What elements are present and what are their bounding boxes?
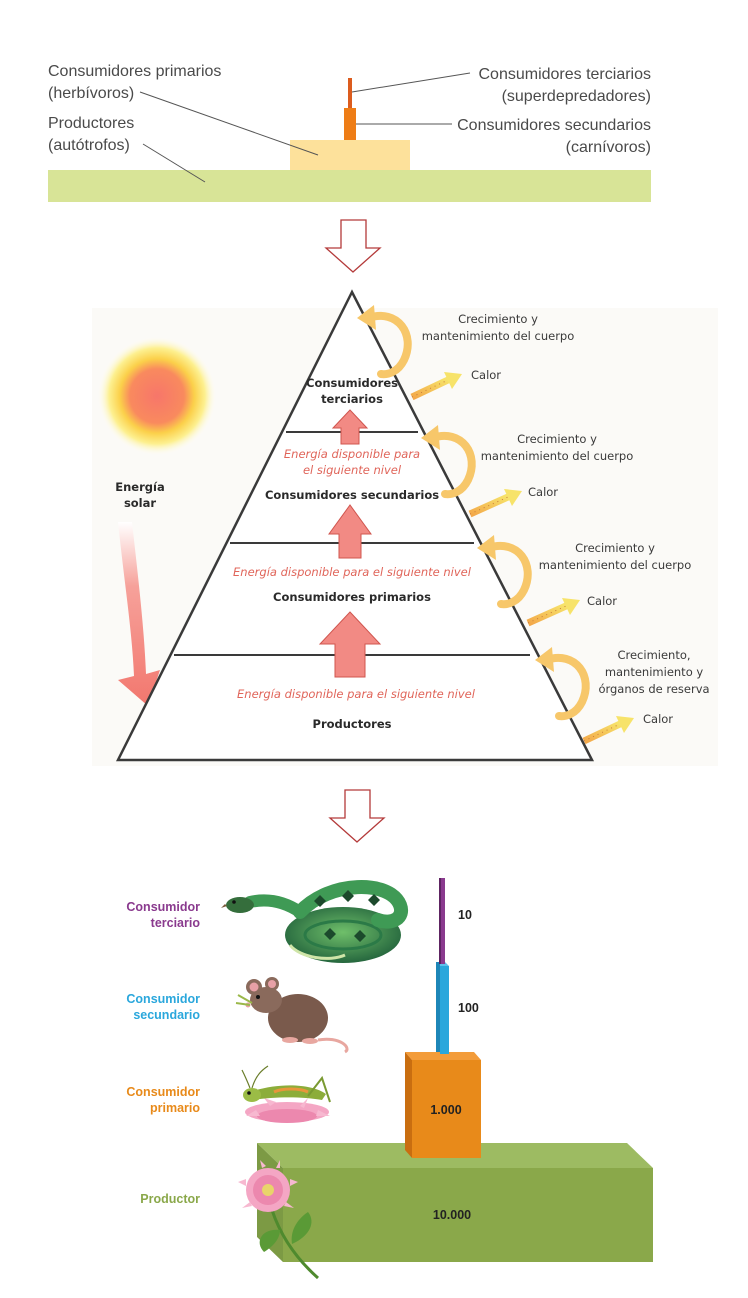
secondary-bar-front: [440, 966, 449, 1054]
level-secondary-name: Consumidores secundarios: [265, 488, 439, 502]
heat-arrow-icon: [582, 716, 634, 745]
growth-note-2: mantenimiento del cuerpo: [481, 449, 634, 463]
growth-note-2: mantenimiento del cuerpo: [539, 558, 692, 572]
secondary-consumers-bar: [344, 108, 356, 140]
level-primary-name: Consumidores primarios: [273, 590, 431, 604]
biomass-pyramid-diagram: 10 100 1.000 10.000 Consumidor terciario…: [126, 878, 653, 1280]
growth-note: Crecimiento,: [617, 648, 690, 662]
simple-pyramid-diagram: Consumidores primarios (herbívoros) Prod…: [48, 63, 651, 202]
energy-available-label: Energía disponible para: [284, 447, 420, 461]
leader-line-primary: [139, 91, 319, 156]
heat-label: Calor: [643, 712, 673, 726]
heat-label: Calor: [587, 594, 617, 608]
label-secondary-consumer-2: secundario: [133, 1008, 200, 1022]
heat-arrow-icon: [410, 372, 462, 401]
primary-block-front: [412, 1060, 481, 1158]
growth-note: Crecimiento y: [517, 432, 597, 446]
label-tertiary-consumer-2: terciario: [151, 916, 201, 930]
growth-note: Crecimiento y: [458, 312, 538, 326]
producers-bar: [48, 170, 651, 202]
energy-up-arrow-icon: [328, 504, 372, 559]
value-tertiary: 10: [458, 908, 472, 922]
growth-note-2: mantenimiento y: [605, 665, 704, 679]
heat-arrow-icon: [468, 489, 522, 518]
label-carnivores: (carnívoros): [566, 139, 651, 156]
growth-note-3: órganos de reserva: [598, 682, 709, 696]
growth-curved-arrow-icon: [477, 535, 532, 609]
leader-line-producers: [142, 143, 206, 183]
energy-available-label: Energía disponible para el siguiente niv…: [233, 565, 472, 579]
down-arrow-icon: [324, 219, 382, 273]
label-secondary-consumer: Consumidor: [126, 992, 200, 1006]
heat-label: Calor: [528, 485, 558, 499]
leader-line-tertiary: [351, 72, 471, 93]
value-producer: 10.000: [433, 1208, 471, 1222]
label-producers: Productores: [48, 115, 134, 132]
heat-label: Calor: [471, 368, 501, 382]
tertiary-consumers-bar: [348, 78, 352, 108]
label-autotrophs: (autótrofos): [48, 137, 130, 154]
snake-icon: [221, 880, 409, 963]
label-tertiary-consumer: Consumidor: [126, 900, 200, 914]
secondary-bar-side: [436, 962, 440, 1052]
primary-consumers-bar: [290, 140, 410, 170]
growth-note-2: mantenimiento del cuerpo: [422, 329, 575, 343]
solar-energy-label-2: solar: [124, 496, 156, 510]
energy-up-arrow-icon: [318, 611, 382, 678]
growth-note: Crecimiento y: [575, 541, 655, 555]
label-herbivores: (herbívoros): [48, 85, 134, 102]
value-secondary: 100: [458, 1001, 479, 1015]
label-primary-consumers: Consumidores primarios: [48, 63, 221, 80]
tertiary-bar-front: [441, 878, 445, 964]
value-primary: 1.000: [430, 1103, 461, 1117]
sun-icon: [97, 336, 217, 456]
primary-block-side: [405, 1052, 412, 1158]
label-primary-consumer-2: primario: [150, 1101, 200, 1115]
level-tertiary-name: Consumidores: [306, 376, 398, 390]
growth-curved-arrow-icon: [357, 305, 412, 379]
level-producers-name: Productores: [313, 717, 392, 731]
down-arrow-icon: [328, 789, 386, 843]
growth-curved-arrow-icon: [535, 647, 590, 721]
growth-curved-arrow-icon: [421, 425, 476, 499]
grasshopper-on-flower-icon: [241, 1065, 331, 1123]
tertiary-bar-side: [439, 878, 441, 964]
label-superpredators: (superdepredadores): [502, 88, 651, 105]
solar-energy-arrow: [118, 522, 160, 706]
level-tertiary-name-2: terciarios: [321, 392, 383, 406]
label-primary-consumer: Consumidor: [126, 1085, 200, 1099]
energy-available-label: Energía disponible para el siguiente niv…: [237, 687, 476, 701]
mouse-icon: [235, 977, 349, 1054]
label-secondary-consumers: Consumidores secundarios: [457, 117, 651, 134]
producer-block-front: [283, 1168, 653, 1262]
label-producer: Productor: [140, 1192, 200, 1206]
energy-pyramid-diagram: Energía solar Consumidores terciarios En…: [92, 289, 718, 766]
label-tertiary-consumers: Consumidores terciarios: [478, 66, 651, 83]
solar-energy-label: Energía: [115, 480, 164, 494]
flower-icon: [238, 1160, 319, 1280]
primary-block-top: [405, 1052, 481, 1060]
energy-available-label-2: el siguiente nivel: [303, 463, 402, 477]
energy-up-arrow-icon: [331, 409, 369, 445]
heat-arrow-icon: [526, 598, 580, 627]
